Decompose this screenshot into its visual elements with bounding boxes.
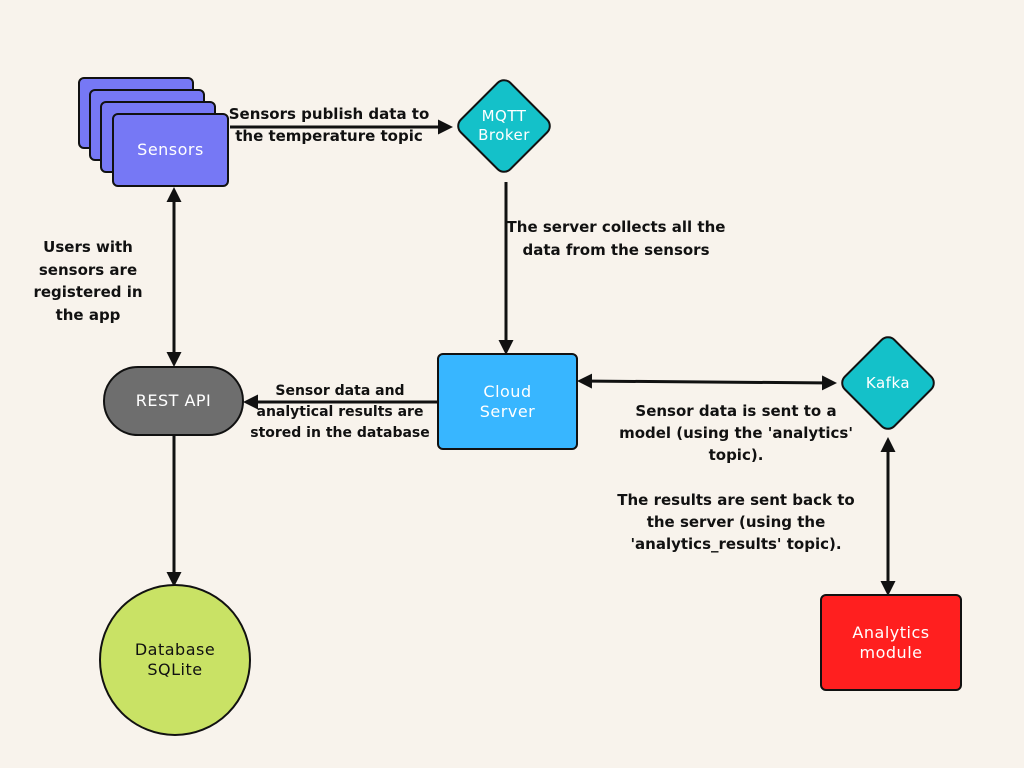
label-users-registered: Users with sensors are registered in the… (33, 238, 143, 324)
rest-api-node[interactable]: REST API (103, 366, 244, 436)
label-sensors-publish: Sensors publish data to the temperature … (228, 105, 430, 145)
analytics-module-node[interactable]: Analytics module (820, 594, 962, 691)
kafka-label: Kafka (865, 373, 911, 392)
label-stored-database: Sensor data and analytical results are s… (250, 383, 430, 441)
cloud-server-node[interactable]: Cloud Server (437, 353, 578, 450)
mqtt-broker-node[interactable]: MQTT Broker (450, 72, 558, 180)
sensors-node[interactable]: Sensors (112, 113, 229, 187)
label-analytics-topic: Sensor data is sent to a model (using th… (617, 402, 855, 554)
label-server-collects: The server collects all the data from th… (506, 218, 726, 259)
database-node[interactable]: Database SQLite (99, 584, 251, 736)
kafka-node[interactable]: Kafka (834, 329, 942, 437)
mqtt-broker-label: MQTT Broker (478, 107, 530, 144)
edge-cloud-kafka (577, 373, 837, 391)
